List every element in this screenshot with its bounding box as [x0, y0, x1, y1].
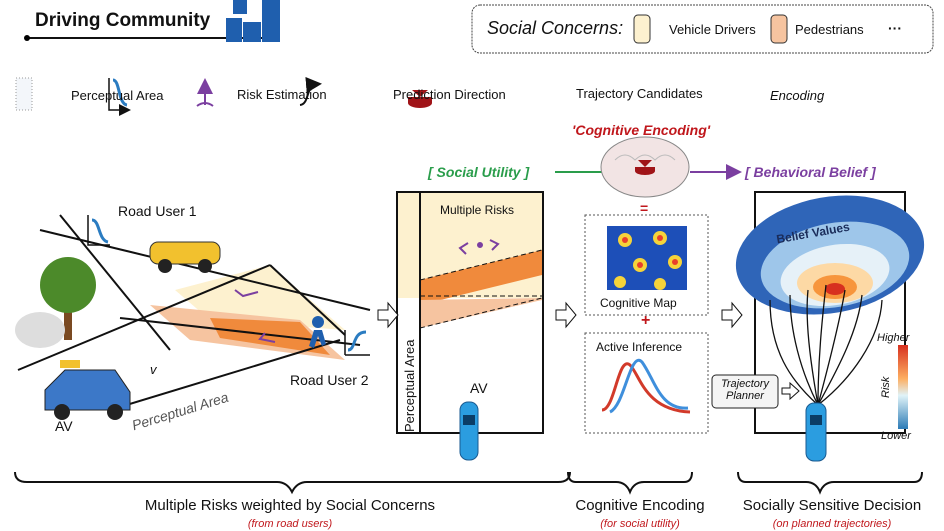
encoding-icon	[408, 90, 432, 108]
velocity-label: v	[150, 362, 157, 377]
caption-cognitive-encoding-sub: (for social utility)	[600, 518, 680, 530]
brain-icon	[600, 136, 690, 198]
road-user-1-label: Road User 1	[118, 203, 197, 219]
plus-sign: +	[641, 312, 651, 329]
caption-socially-sensitive-decision-sub: (on planned trajectories)	[772, 518, 892, 530]
pedestrian-icon	[309, 316, 326, 348]
more-concerns: ···	[888, 20, 902, 36]
caption-multiple-risks: Multiple Risks weighted by Social Concer…	[144, 497, 436, 514]
legend-risk-estimation: Risk Estimation	[237, 87, 327, 102]
active-inference-box	[584, 332, 709, 434]
social-concerns-label: Social Concerns:	[487, 18, 624, 38]
buildings-icon	[226, 0, 280, 42]
legend-prediction-direction: Prediction Direction	[393, 87, 506, 102]
perceptual-area-icon	[15, 77, 33, 111]
flow-arrow	[721, 301, 743, 329]
road-user-2-label: Road User 2	[290, 372, 369, 388]
panel-av-label: AV	[470, 380, 488, 396]
behavioral-belief-label: [ Behavioral Belief ]	[745, 164, 876, 180]
cognitive-map-label: Cognitive Map	[600, 296, 677, 310]
legend-perceptual-area: Perceptual Area	[71, 88, 164, 103]
social-concerns-box	[471, 4, 934, 54]
prediction-arrows-icon	[458, 239, 500, 255]
tree-icon	[15, 257, 96, 348]
risk-colorbar	[898, 345, 908, 429]
caption-socially-sensitive-decision: Socially Sensitive Decision	[742, 497, 922, 514]
legend-trajectory-candidates: Trajectory Candidates	[576, 86, 703, 101]
page-title: Driving Community	[35, 10, 211, 31]
av-top-car-icon	[805, 402, 827, 462]
risk-higher-label: Higher	[877, 332, 910, 344]
belief-values-ellipses	[735, 195, 925, 315]
risk-axis-label: Risk	[880, 376, 892, 398]
legend-encoding: Encoding	[770, 88, 825, 103]
av-top-car-icon	[459, 401, 479, 461]
pedestrians-label: Pedestrians	[795, 22, 864, 37]
trajectory-candidates-icon	[299, 76, 322, 106]
caption-multiple-risks-sub: (from road users)	[247, 518, 333, 530]
vehicle-drivers-swatch	[633, 14, 651, 44]
flow-arrow	[377, 301, 399, 329]
caption-braces	[14, 471, 923, 495]
trajectory-candidates	[769, 284, 883, 406]
yellow-car-icon	[149, 241, 221, 273]
cognitive-encoding-quote: 'Cognitive Encoding'	[572, 122, 711, 138]
risk-lower-label: Lower	[881, 430, 911, 442]
active-inference-label: Active Inference	[596, 340, 683, 354]
multiple-risks-label: Multiple Risks	[440, 203, 515, 217]
trajectory-planner-label: Trajectory Planner	[720, 378, 770, 402]
social-utility-label: [ Social Utility ]	[428, 164, 530, 180]
pedestrians-swatch	[770, 14, 788, 44]
road-scene	[17, 214, 371, 411]
inference-curve-red	[601, 362, 691, 414]
panel-perceptual-area-label: Perceptual Area	[402, 339, 417, 432]
vehicle-drivers-label: Vehicle Drivers	[669, 22, 756, 37]
trajectory-planner-box	[711, 374, 779, 409]
caption-cognitive-encoding: Cognitive Encoding	[575, 497, 705, 514]
risk-estimation-icon	[108, 78, 131, 116]
av-car-icon	[44, 360, 131, 420]
av-label: AV	[55, 418, 73, 434]
flow-arrow	[555, 301, 577, 329]
inference-curve-blue	[609, 358, 689, 414]
equals-sign: =	[640, 200, 648, 216]
prediction-direction-icon	[196, 78, 214, 107]
